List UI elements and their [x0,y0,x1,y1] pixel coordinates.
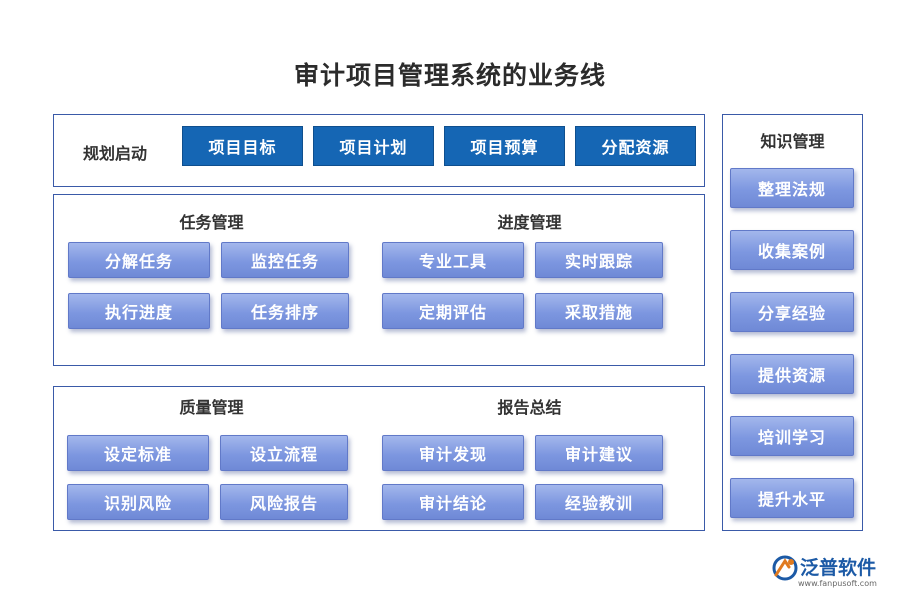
audit-findings-button[interactable]: 审计发现 [382,435,524,471]
quality-mgmt-label: 质量管理 [179,398,244,417]
lessons-learned-button[interactable]: 经验教训 [535,484,663,520]
periodic-evaluation-button[interactable]: 定期评估 [382,293,524,329]
quality-report-panel: 质量管理 设定标准 设立流程 识别风险 风险报告 报告总结 审计发现 审计建议 … [53,386,705,531]
task-mgmt-label: 任务管理 [179,213,244,232]
identify-risks-button[interactable]: 识别风险 [67,484,209,520]
set-process-button[interactable]: 设立流程 [220,435,348,471]
risk-report-button[interactable]: 风险报告 [220,484,348,520]
realtime-tracking-button[interactable]: 实时跟踪 [535,242,663,278]
project-goal-button[interactable]: 项目目标 [182,126,303,166]
monitor-tasks-button[interactable]: 监控任务 [221,242,349,278]
page-title: 审计项目管理系统的业务线 [293,61,606,90]
training-learning-button[interactable]: 培训学习 [730,416,854,456]
knowledge-mgmt-label: 知识管理 [760,132,825,151]
organize-regulations-button[interactable]: 整理法规 [730,168,854,208]
project-budget-button[interactable]: 项目预算 [444,126,565,166]
set-standards-button[interactable]: 设定标准 [67,435,209,471]
decompose-tasks-button[interactable]: 分解任务 [68,242,210,278]
audit-suggestions-button[interactable]: 审计建议 [535,435,663,471]
improve-level-button[interactable]: 提升水平 [730,478,854,518]
collect-cases-button[interactable]: 收集案例 [730,230,854,270]
professional-tools-button[interactable]: 专业工具 [382,242,524,278]
fanpu-logo: 泛普软件 www.fanpusoft.com [770,553,894,593]
logo-url: www.fanpusoft.com [798,579,877,588]
planning-label: 规划启动 [83,144,148,163]
allocate-resources-button[interactable]: 分配资源 [575,126,696,166]
fanpu-logo-icon [772,555,798,581]
execution-progress-button[interactable]: 执行进度 [68,293,210,329]
task-sorting-button[interactable]: 任务排序 [221,293,349,329]
planning-panel: 规划启动 项目目标 项目计划 项目预算 分配资源 [53,114,705,187]
knowledge-panel: 知识管理 整理法规 收集案例 分享经验 提供资源 培训学习 提升水平 [722,114,863,531]
logo-name: 泛普软件 [800,557,877,579]
provide-resources-button[interactable]: 提供资源 [730,354,854,394]
share-experience-button[interactable]: 分享经验 [730,292,854,332]
report-summary-label: 报告总结 [497,398,562,417]
take-measures-button[interactable]: 采取措施 [535,293,663,329]
task-progress-panel: 任务管理 分解任务 监控任务 执行进度 任务排序 进度管理 专业工具 实时跟踪 … [53,194,705,366]
project-plan-button[interactable]: 项目计划 [313,126,434,166]
audit-conclusion-button[interactable]: 审计结论 [382,484,524,520]
progress-mgmt-label: 进度管理 [497,213,562,232]
